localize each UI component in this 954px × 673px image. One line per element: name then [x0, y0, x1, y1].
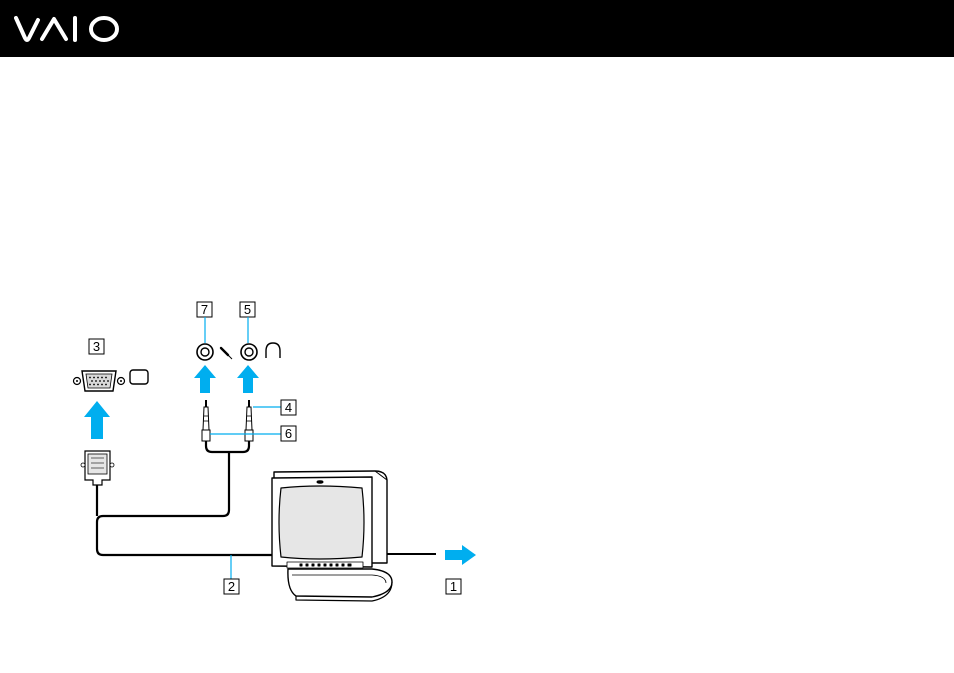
callout-3: 3: [89, 339, 104, 354]
callout-5-label: 5: [244, 302, 251, 317]
audio-plug-left: [202, 400, 210, 441]
callout-7: 7: [197, 302, 212, 317]
headphone-jack-icon: [241, 344, 257, 360]
audio-cable: [97, 441, 274, 555]
mic-jack-icon: [197, 344, 213, 360]
callout-3-label: 3: [93, 339, 100, 354]
callout-6-label: 6: [285, 426, 292, 441]
audio-plug-right: [245, 400, 253, 441]
microphone-icon: [221, 348, 232, 359]
headphones-icon: [266, 343, 280, 358]
callout-5: 5: [240, 302, 255, 317]
callout-4-label: 4: [285, 400, 292, 415]
callout-6: 6: [281, 426, 296, 441]
callout-2: 2: [224, 579, 239, 594]
callout-7-label: 7: [201, 302, 208, 317]
callout-1-label: 1: [450, 579, 457, 594]
vga-plug-icon: [81, 451, 114, 485]
tv-monitor-icon: [272, 471, 392, 601]
arrow-up-headphone: [237, 365, 259, 393]
arrow-up-vga: [84, 401, 110, 439]
display-symbol-icon: [130, 370, 148, 384]
callout-2-label: 2: [228, 579, 235, 594]
arrow-up-mic: [194, 365, 216, 393]
monitor-port-icon: [74, 371, 125, 391]
callout-4: 4: [281, 400, 296, 415]
arrow-right-output: [445, 545, 476, 565]
callout-1: 1: [446, 579, 461, 594]
